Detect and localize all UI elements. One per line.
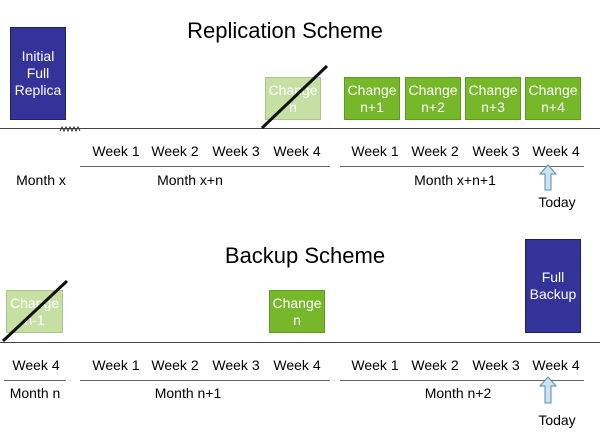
replication-week-4-right: Week 4	[532, 143, 580, 159]
replication-week-3-left: Week 3	[212, 143, 260, 159]
up-arrow-icon	[538, 376, 558, 404]
squiggle-mark	[59, 125, 81, 133]
initial-full-replica-box: Initial Full Replica	[10, 27, 66, 120]
change-n-plus-2-box: Change n+2	[405, 77, 461, 120]
backup-month-divider-right	[340, 380, 584, 381]
up-arrow-icon	[538, 164, 558, 191]
backup-week-3-left: Week 3	[212, 357, 260, 373]
month-x-n-1-label: Month x+n+1	[414, 172, 496, 188]
backup-week-1-right: Week 1	[351, 357, 399, 373]
month-n-label: Month n	[9, 385, 61, 401]
replication-timeline	[0, 128, 600, 129]
backup-change-n-box: Change n	[269, 290, 325, 333]
backup-month-divider-first	[4, 380, 66, 381]
full-backup-box: Full Backup	[525, 239, 581, 333]
backup-week-4-first: Week 4	[12, 357, 60, 373]
change-n-plus-1-box: Change n+1	[344, 77, 400, 120]
replication-week-4-left: Week 4	[273, 143, 321, 159]
replication-week-2-left: Week 2	[151, 143, 199, 159]
backup-week-4-right: Week 4	[532, 357, 580, 373]
change-n-plus-3-box: Change n+3	[465, 77, 521, 120]
strike-line-change-n-minus-1	[1, 279, 69, 343]
replication-month-divider-left	[80, 166, 330, 167]
backup-week-1-left: Week 1	[92, 357, 140, 373]
backup-week-3-right: Week 3	[472, 357, 520, 373]
month-x-n-label: Month x+n	[157, 172, 223, 188]
month-n-1-label: Month n+1	[154, 385, 222, 401]
replication-today-label: Today	[538, 194, 576, 210]
replication-week-1-left: Week 1	[92, 143, 140, 159]
backup-month-divider-left	[80, 380, 330, 381]
replication-week-1-right: Week 1	[351, 143, 399, 159]
replication-week-2-right: Week 2	[411, 143, 459, 159]
backup-week-2-right: Week 2	[411, 357, 459, 373]
backup-week-2-left: Week 2	[151, 357, 199, 373]
month-n-2-label: Month n+2	[424, 385, 492, 401]
strike-line-change-n	[260, 64, 329, 130]
replication-month-divider-right	[340, 166, 584, 167]
replication-week-3-right: Week 3	[472, 143, 520, 159]
backup-today-label: Today	[538, 412, 576, 428]
month-x-label: Month x	[16, 172, 66, 188]
replication-title: Replication Scheme	[187, 18, 383, 43]
backup-title: Backup Scheme	[224, 243, 386, 268]
backup-timeline	[0, 342, 600, 343]
backup-week-4-left: Week 4	[273, 357, 321, 373]
change-n-plus-4-box: Change n+4	[525, 77, 581, 120]
